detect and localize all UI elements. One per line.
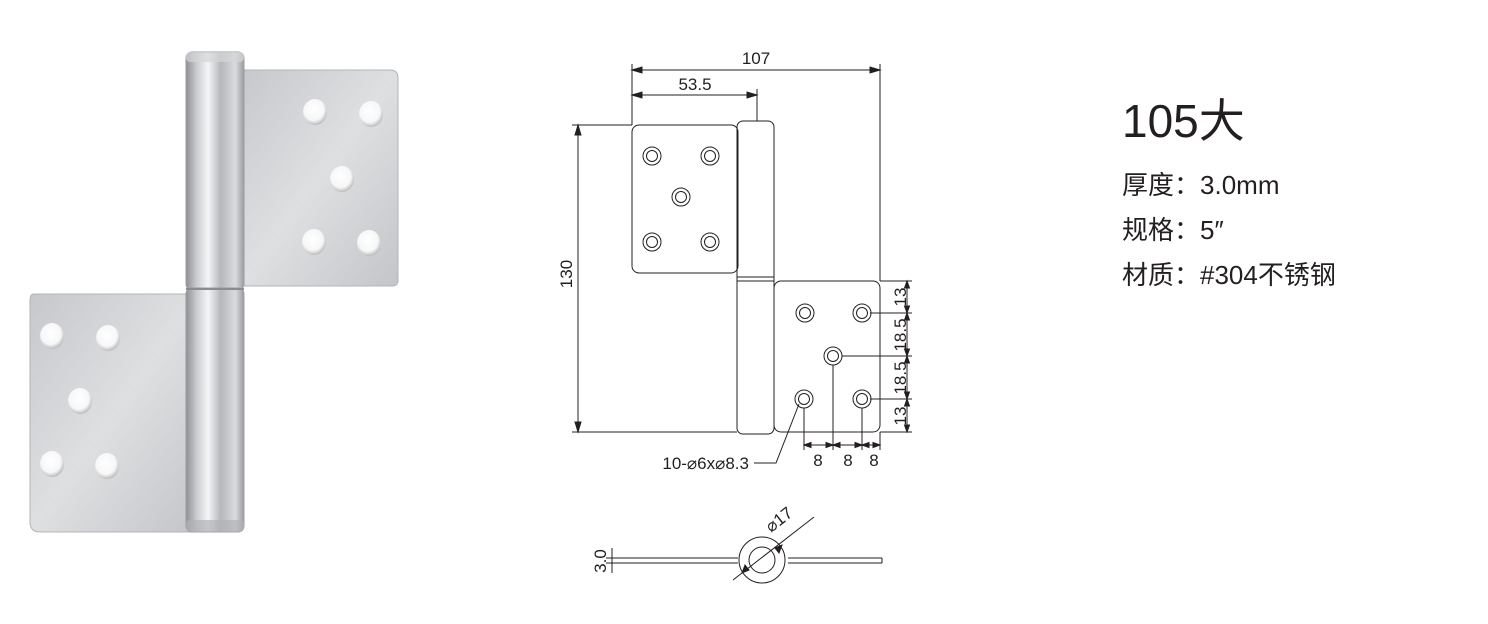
product-title: 105大 bbox=[1122, 95, 1245, 147]
photo-hole bbox=[303, 99, 327, 125]
dim-right-3: 18.5 bbox=[891, 361, 910, 394]
spec-value: #304不锈钢 bbox=[1200, 260, 1336, 290]
spec-thickness: 厚度：3.0mm bbox=[1122, 172, 1462, 198]
spec-panel: 105大 厚度：3.0mm 规格：5″ 材质：#304不锈钢 bbox=[1122, 98, 1462, 307]
spec-label: 规格： bbox=[1122, 215, 1201, 245]
spec-label: 厚度： bbox=[1122, 170, 1201, 200]
spec-label: 材质： bbox=[1122, 260, 1201, 290]
dimension-labels: 107 53.5 130 13 18.5 18.5 13 8 8 8 10-⌀6… bbox=[557, 49, 910, 573]
photo-hole bbox=[95, 453, 119, 479]
dim-right-4: 13 bbox=[891, 407, 910, 426]
photo-hole bbox=[330, 166, 354, 192]
dim-bottom-1: 8 bbox=[813, 451, 822, 470]
upper-leaf bbox=[239, 69, 399, 287]
dim-height: 130 bbox=[557, 260, 576, 288]
drawing-holes-upper bbox=[642, 146, 720, 252]
photo-hole bbox=[359, 101, 383, 127]
drawing-upper-leaf bbox=[631, 124, 739, 274]
dim-right-2: 18.5 bbox=[891, 318, 910, 351]
spec-value: 5″ bbox=[1200, 215, 1224, 245]
photo-hole bbox=[40, 451, 64, 477]
photo-hole bbox=[302, 229, 326, 255]
technical-drawing bbox=[572, 64, 912, 584]
spec-material: 材质：#304不锈钢 bbox=[1122, 262, 1462, 288]
dim-right-1: 13 bbox=[891, 288, 910, 307]
photo-hole bbox=[96, 325, 120, 351]
hinge-photo bbox=[29, 51, 399, 533]
dim-bottom-3: 8 bbox=[869, 451, 878, 470]
spec-value: 3.0mm bbox=[1200, 170, 1280, 200]
dim-bottom-2: 8 bbox=[843, 451, 852, 470]
dim-holes-callout: 10-⌀6x⌀8.3 bbox=[662, 454, 749, 473]
dim-knuckle: ⌀17 bbox=[762, 503, 797, 536]
photo-hole bbox=[357, 230, 381, 256]
photo-hole bbox=[40, 323, 64, 349]
dim-half-width: 53.5 bbox=[678, 75, 711, 94]
hinge-barrel bbox=[185, 51, 245, 533]
lower-leaf bbox=[29, 293, 201, 533]
spec-size: 规格：5″ bbox=[1122, 217, 1462, 243]
dim-thickness: 3.0 bbox=[591, 549, 610, 573]
section-view bbox=[606, 516, 883, 584]
photo-hole bbox=[68, 388, 92, 414]
dim-overall-width: 107 bbox=[742, 49, 770, 68]
